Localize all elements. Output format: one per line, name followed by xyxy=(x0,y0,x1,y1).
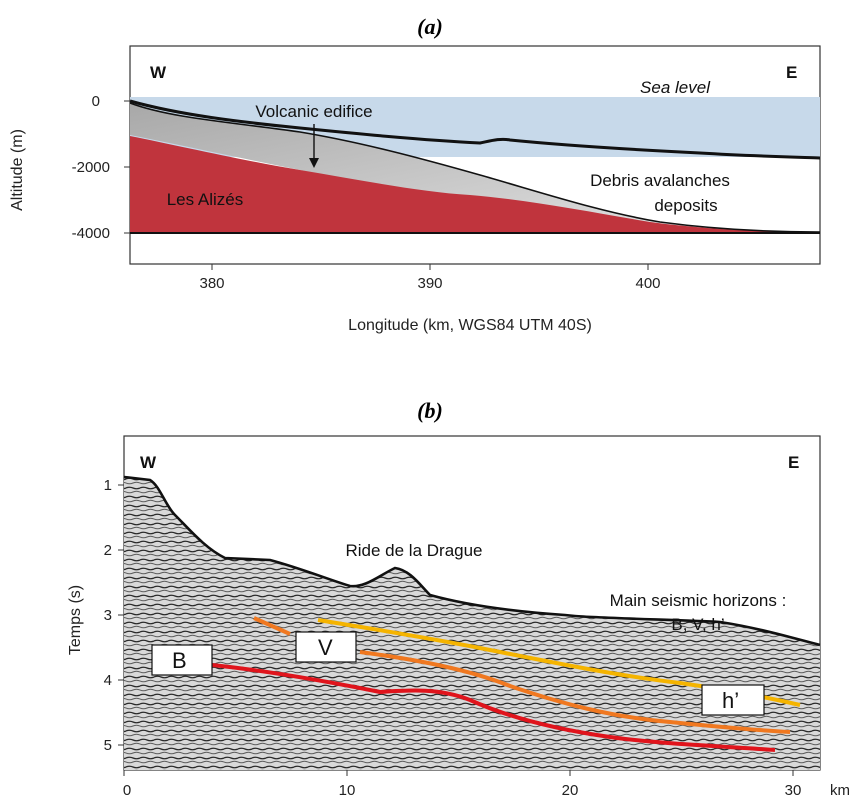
panel-a-east: E xyxy=(786,63,797,82)
panel-b: (b) W E Ride de la Drague Main seismic h… xyxy=(67,398,850,799)
les-alizes-label: Les Alizés xyxy=(167,190,244,209)
horizon-b-line xyxy=(211,663,776,752)
label-b-box: B xyxy=(151,644,213,676)
seismic-section xyxy=(124,477,820,770)
debris-label-line1: Debris avalanches xyxy=(590,171,730,190)
volcanic-edifice-layer xyxy=(130,103,820,233)
panel-b-x-unit: km xyxy=(830,782,850,799)
seafloor-profile xyxy=(123,475,821,647)
debris-label-line2: deposits xyxy=(654,196,717,215)
y-tick-4000: -4000 xyxy=(72,225,110,242)
label-h: h’ xyxy=(722,688,739,713)
y-tick-2: 2 xyxy=(104,542,112,559)
x-tick-0: 0 xyxy=(123,782,131,799)
x-tick-390: 390 xyxy=(417,275,442,292)
panel-a-y-label: Altitude (m) xyxy=(9,129,26,211)
panel-b-y-ticks: 1 2 3 4 5 xyxy=(104,477,124,754)
panel-a-west: W xyxy=(150,63,167,82)
label-v-box: V xyxy=(295,631,357,663)
y-tick-4: 4 xyxy=(104,672,112,689)
x-tick-380: 380 xyxy=(199,275,224,292)
panel-b-east: E xyxy=(788,453,799,472)
y-tick-2000: -2000 xyxy=(72,159,110,176)
edifice-top-line xyxy=(129,102,821,233)
x-tick-10: 10 xyxy=(339,782,356,799)
panel-a-title: (a) xyxy=(417,14,443,39)
y-tick-5: 5 xyxy=(104,737,112,754)
y-tick-3: 3 xyxy=(104,607,112,624)
edifice-arrowhead xyxy=(309,158,319,168)
panel-a-x-ticks: 380 390 400 xyxy=(199,264,661,292)
label-h-box: h’ xyxy=(701,684,765,716)
sea-level-label: Sea level xyxy=(640,78,711,97)
label-b: B xyxy=(172,648,187,673)
panel-b-title: (b) xyxy=(417,398,443,423)
y-tick-0: 0 xyxy=(92,93,100,110)
panel-a-y-ticks: 0 -2000 -4000 xyxy=(72,93,130,242)
panel-a-x-label: Longitude (km, WGS84 UTM 40S) xyxy=(348,317,592,334)
ride-de-la-drague-label: Ride de la Drague xyxy=(345,541,482,560)
x-tick-20: 20 xyxy=(562,782,579,799)
x-tick-400: 400 xyxy=(635,275,660,292)
panel-a: (a) W E Sea level Volcanic edifice Les A… xyxy=(9,14,821,334)
panel-b-y-label: Temps (s) xyxy=(67,585,84,655)
horizon-v-line xyxy=(253,616,791,734)
horizons-label-line1: Main seismic horizons : xyxy=(610,591,787,610)
panel-b-west: W xyxy=(140,453,157,472)
horizons-label-line2: B, V, h’ xyxy=(671,615,724,634)
label-v: V xyxy=(318,635,333,660)
panel-b-x-ticks: 0 10 20 30 xyxy=(123,770,802,799)
seafloor-line xyxy=(129,99,821,160)
les-alizes-layer xyxy=(130,136,820,233)
y-tick-1: 1 xyxy=(104,477,112,494)
x-tick-30: 30 xyxy=(785,782,802,799)
volcanic-edifice-label: Volcanic edifice xyxy=(255,102,372,121)
